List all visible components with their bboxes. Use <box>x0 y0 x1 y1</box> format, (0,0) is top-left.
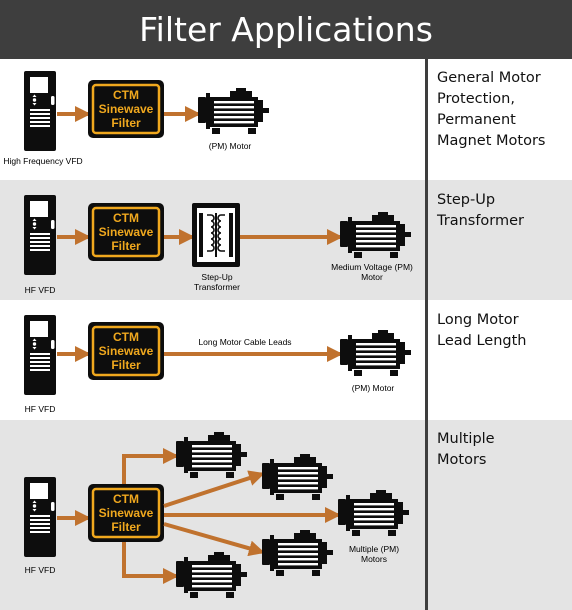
filter-label-filter: Filter <box>111 358 141 372</box>
row-title-general-motor: General Motor Protection, Permanent Magn… <box>437 70 546 149</box>
column-divider <box>425 59 428 610</box>
filter-label-ctm: CTM <box>113 88 139 102</box>
filter-label-ctm: CTM <box>113 492 139 506</box>
filter-label-sinewave: Sinewave <box>99 506 154 520</box>
filter-label-group: CTM Sinewave Filter CTM Sinewave Filter … <box>99 88 154 534</box>
motor-icon <box>198 88 269 134</box>
flow-arrow <box>122 542 179 584</box>
filter-label-filter: Filter <box>111 116 141 130</box>
motor-icon <box>340 212 411 258</box>
filter-label-filter: Filter <box>111 239 141 253</box>
filter-label-filter: Filter <box>111 520 141 534</box>
row-title-multiple-motors: Multiple Motors <box>437 431 495 468</box>
vfd-drive-icon <box>24 477 56 557</box>
drive-label: HF VFD <box>24 565 56 575</box>
motor-icon <box>340 330 411 376</box>
motor-label: (PM) Motor <box>208 141 252 151</box>
page-title: Filter Applications <box>0 0 572 59</box>
motor-label: Medium Voltage (PM) Motor <box>331 262 413 282</box>
drive-label: HF VFD <box>24 404 56 414</box>
vfd-drive-icon <box>24 195 56 275</box>
filter-label-sinewave: Sinewave <box>99 102 154 116</box>
drive-label: High Frequency VFD <box>3 156 83 166</box>
row-title-long-lead: Long Motor Lead Length <box>437 312 527 349</box>
motor-icon <box>176 432 247 478</box>
filter-label-sinewave: Sinewave <box>99 225 154 239</box>
motor-icon <box>338 490 409 536</box>
motor-icon <box>176 552 247 598</box>
transformer-label: Step-Up Transformer <box>194 272 240 292</box>
filter-label-ctm: CTM <box>113 211 139 225</box>
flow-arrow <box>163 522 265 557</box>
motor-icon <box>262 454 333 500</box>
drive-label: HF VFD <box>24 285 56 295</box>
vfd-drive-icon <box>24 315 56 395</box>
filter-label-ctm: CTM <box>113 330 139 344</box>
flow-arrow <box>163 470 265 508</box>
vfd-drive-icon <box>24 71 56 151</box>
row-title-step-up: Step-Up Transformer <box>437 192 525 229</box>
filter-label-sinewave: Sinewave <box>99 344 154 358</box>
transformer-icon <box>191 202 241 268</box>
flow-arrow <box>122 448 179 484</box>
motor-label: (PM) Motor <box>351 383 395 393</box>
motor-icon <box>262 530 333 576</box>
cable-label: Long Motor Cable Leads <box>198 337 292 347</box>
motor-label: Multiple (PM) Motors <box>348 544 400 564</box>
